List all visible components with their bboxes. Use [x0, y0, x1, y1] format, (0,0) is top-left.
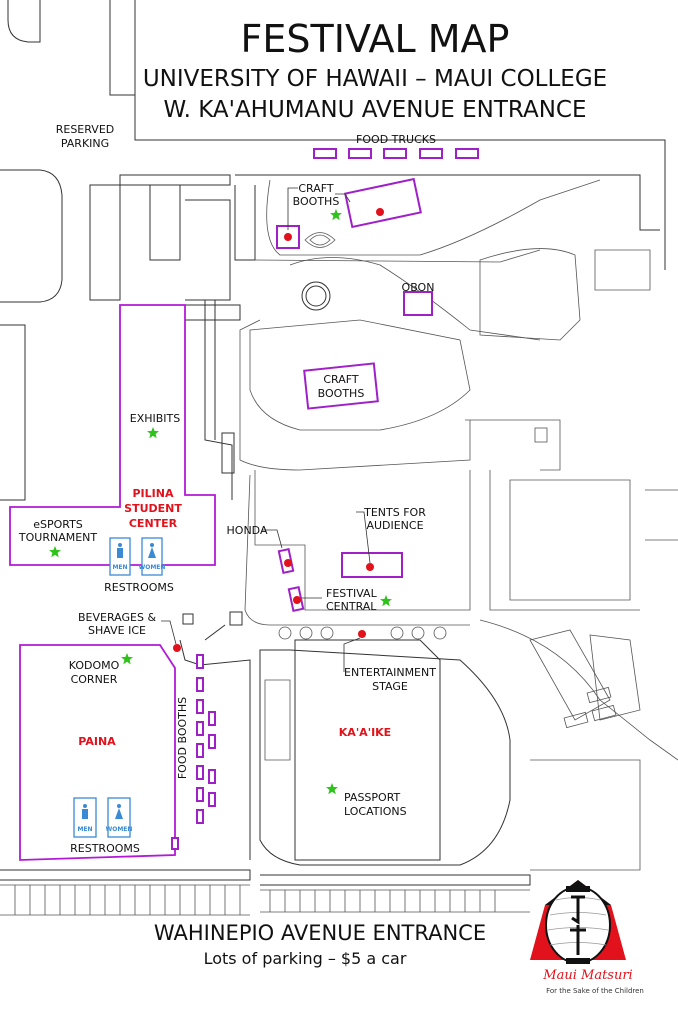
kaaike-label: KA'A'IKE — [339, 726, 391, 739]
svg-text:WOMEN: WOMEN — [106, 826, 133, 833]
restroom-icon: MEN WOMEN — [73, 797, 133, 838]
food-booths-row — [171, 654, 216, 850]
passport-stars — [49, 209, 392, 795]
restrooms-top-label: RESTROOMS — [104, 581, 174, 594]
activity-dot-icon — [293, 596, 301, 604]
pilina-student-center-outline — [9, 304, 216, 566]
restrooms-bottom-label: RESTROOMS — [70, 842, 140, 855]
maui-matsuri-logo: Maui Matsuri For the Sake of the Childre… — [530, 880, 644, 995]
activity-dot-icon — [284, 559, 292, 567]
activity-dots — [173, 208, 384, 652]
map-subtitle-entrance: W. KA'AHUMANU AVENUE ENTRANCE — [163, 97, 586, 123]
svg-text:MEN: MEN — [112, 564, 127, 571]
activity-dot-icon — [284, 233, 292, 241]
honda-label: HONDA — [227, 524, 268, 537]
road-network — [0, 0, 678, 916]
leader-lines — [161, 187, 371, 672]
paina-label: PAINA — [78, 735, 116, 748]
parking-info-label: Lots of parking – $5 a car — [204, 949, 407, 968]
food-trucks-label: FOOD TRUCKS — [356, 133, 436, 146]
lantern-logo-icon — [530, 880, 626, 964]
activity-dot-icon — [366, 563, 374, 571]
food-booths-label: FOOD BOOTHS — [176, 697, 189, 779]
passport-star-icon — [49, 546, 61, 558]
map-title: FESTIVAL MAP — [241, 17, 510, 61]
passport-star-icon — [326, 783, 338, 795]
passport-star-icon — [147, 427, 159, 439]
restroom-icon: MEN WOMEN — [109, 537, 166, 576]
food-trucks-booths — [313, 148, 479, 159]
svg-text:MEN: MEN — [77, 826, 92, 833]
craft-booths-mid[interactable] — [303, 362, 379, 410]
craft-booth-large[interactable] — [344, 177, 422, 229]
beverages-shave-ice-label: BEVERAGES &SHAVE ICE — [78, 611, 156, 637]
logo-tagline: For the Sake of the Children — [546, 987, 644, 995]
activity-dot-icon — [173, 644, 181, 652]
passport-star-icon — [330, 209, 342, 221]
logo-name: Maui Matsuri — [542, 968, 632, 983]
map-subtitle-campus: UNIVERSITY OF HAWAII – MAUI COLLEGE — [143, 66, 607, 92]
activity-dot-icon — [376, 208, 384, 216]
exhibits-label: EXHIBITS — [130, 412, 181, 425]
obon-label: OBON — [402, 281, 435, 294]
paina-outline — [19, 644, 176, 861]
passport-star-icon — [121, 653, 133, 665]
svg-text:WOMEN: WOMEN — [139, 564, 166, 571]
passport-star-icon — [380, 595, 392, 607]
obon-area[interactable] — [403, 291, 433, 316]
activity-dot-icon — [358, 630, 366, 638]
wahinepio-entrance-label: WAHINEPIO AVENUE ENTRANCE — [154, 921, 486, 945]
